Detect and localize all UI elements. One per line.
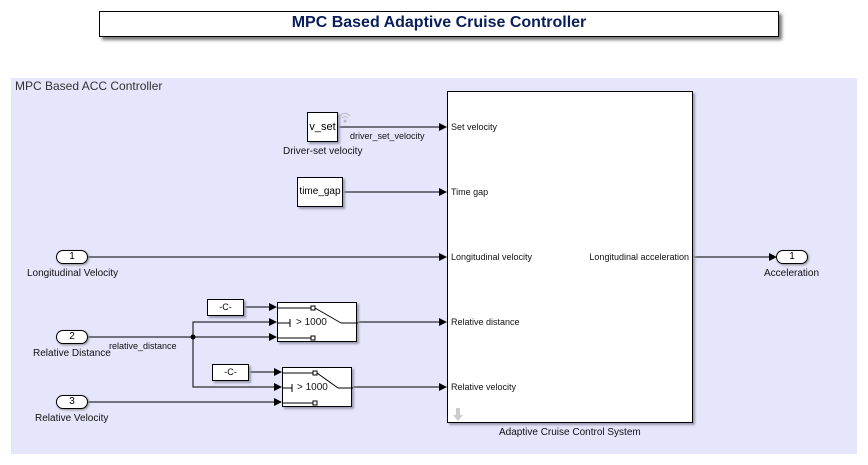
switch-2-icon: [283, 370, 353, 406]
acc-input-time-gap: Time gap: [451, 187, 489, 197]
outport-1-number: 1: [789, 251, 795, 262]
inport-1-label: Longitudinal Velocity: [27, 268, 119, 279]
constant-2-text: -C-: [224, 367, 237, 377]
acc-subsystem-label: Adaptive Cruise Control System: [499, 427, 641, 438]
acc-input-relative-distance: Relative distance: [451, 317, 520, 327]
acc-input-longitudinal-velocity: Longitudinal velocity: [451, 252, 533, 262]
inport-2[interactable]: 2: [56, 330, 88, 344]
acc-input-set-velocity: Set velocity: [451, 122, 498, 132]
inport-2-number: 2: [69, 331, 75, 342]
constant-1-text: -C-: [219, 302, 232, 312]
v-set-text: v_set: [309, 121, 336, 133]
v-set-label: Driver-set velocity: [283, 146, 363, 157]
acc-input-relative-velocity: Relative velocity: [451, 382, 517, 392]
switch-block-2[interactable]: > 1000: [282, 367, 353, 407]
title-text: MPC Based Adaptive Cruise Controller: [291, 14, 587, 31]
switch-1-icon: [278, 305, 358, 341]
title-annotation[interactable]: MPC Based Adaptive Cruise Controller: [99, 11, 779, 37]
outport-1[interactable]: 1: [776, 250, 808, 264]
time-gap-text: time_gap: [299, 186, 341, 197]
line-rel-dist-branch1: [192, 318, 277, 337]
switch-1-threshold: > 1000: [296, 317, 327, 328]
inport-3[interactable]: 3: [56, 395, 88, 409]
inport-3-label: Relative Velocity: [35, 413, 109, 424]
driver-set-velocity-signal: driver_set_velocity: [350, 131, 425, 141]
inport-3-number: 3: [69, 396, 75, 407]
wireless-icon: [339, 112, 351, 123]
inport-1[interactable]: 1: [56, 250, 88, 264]
switch-block-1[interactable]: > 1000: [277, 302, 358, 342]
acc-output-longitudinal-acceleration: Longitudinal acceleration: [589, 252, 689, 262]
subsystem-area[interactable]: [11, 78, 857, 454]
constant-block-2[interactable]: -C-: [212, 364, 249, 381]
inport-2-label: Relative Distance: [33, 348, 111, 359]
inport-1-number: 1: [69, 251, 75, 262]
area-label: MPC Based ACC Controller: [15, 79, 163, 93]
line-rel-dist-branch2: [192, 337, 282, 391]
branch-point: [190, 334, 196, 340]
time-gap-block[interactable]: time_gap: [297, 177, 343, 207]
down-arrow-icon: [453, 408, 463, 421]
constant-block-1[interactable]: -C-: [207, 299, 244, 316]
v-set-block[interactable]: v_set: [307, 112, 338, 142]
outport-1-label: Acceleration: [764, 268, 820, 279]
relative-distance-signal: relative_distance: [109, 341, 177, 351]
acc-subsystem-block[interactable]: Set velocity Time gap Longitudinal veloc…: [447, 91, 693, 423]
switch-2-threshold: > 1000: [297, 382, 328, 393]
